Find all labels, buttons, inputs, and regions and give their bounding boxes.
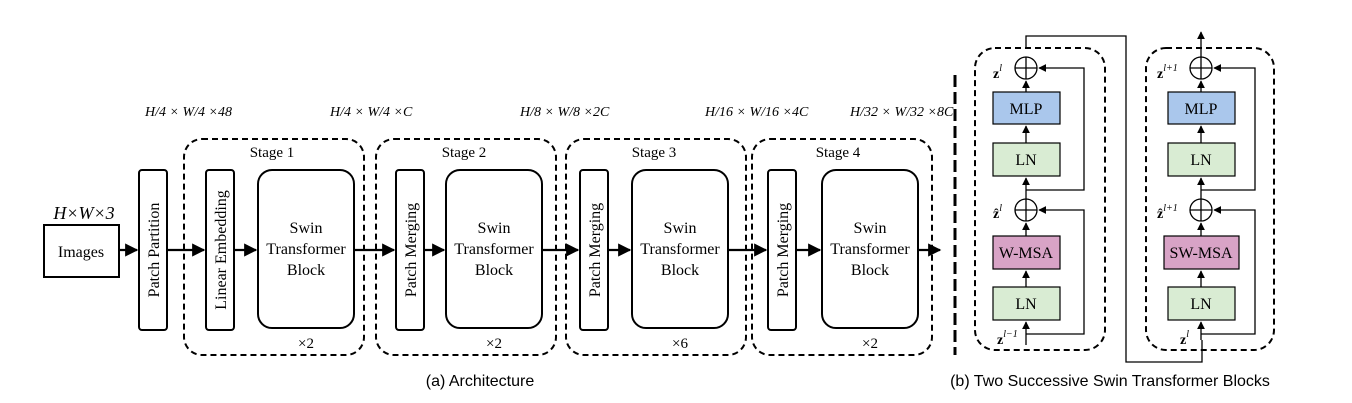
left-mlp-label: MLP: [1010, 101, 1043, 118]
input-dimension: H×W×3: [52, 203, 114, 223]
left-wmsa-label: W-MSA: [999, 245, 1054, 262]
stage-4-repeat: ×2: [862, 336, 878, 352]
swin-block-2-line3: Block: [475, 262, 513, 279]
dim-label-4: H/16 × W/16 ×4C: [704, 105, 809, 120]
right-ln-top-box: [1167, 142, 1236, 177]
left-ln-bottom-label: LN: [1015, 296, 1037, 313]
right-z-in: zl: [1180, 329, 1189, 348]
swin-block-1-line2: Transformer: [266, 241, 346, 258]
right-add-bottom-plus: [1190, 199, 1212, 221]
stage-1-region: [183, 138, 365, 356]
right-add-top-plus: [1190, 57, 1212, 79]
dim-label-3: H/8 × W/8 ×2C: [519, 105, 610, 120]
stage-1-repeat: ×2: [298, 336, 314, 352]
stage-3-repeat: ×6: [672, 336, 688, 352]
right-ln-bottom-box: [1167, 286, 1236, 321]
swin-block-2-line1: Swin: [478, 220, 511, 237]
stage-4-title: Stage 4: [816, 145, 861, 161]
architecture-panel: H×W×3 Images Patch Partition Stage 1 Sta…: [43, 105, 954, 390]
left-add-bottom-plus: [1015, 199, 1037, 221]
swin-block-1-line3: Block: [287, 262, 325, 279]
swin-block-3-line3: Block: [661, 262, 699, 279]
stage-3-title: Stage 3: [632, 145, 677, 161]
stage-2-region: [375, 138, 557, 356]
swin-block-1-line1: Swin: [290, 220, 323, 237]
right-mlp-box: [1167, 91, 1236, 125]
right-block-container: [1145, 47, 1275, 351]
stage-2-repeat: ×2: [486, 336, 502, 352]
dim-label-2: H/4 × W/4 ×C: [329, 105, 413, 120]
images-label: Images: [58, 244, 104, 261]
swin-block-2-line2: Transformer: [454, 241, 534, 258]
patch-merging-label-4: Patch Merging: [775, 203, 792, 297]
right-z-out: zl+1: [1157, 63, 1178, 82]
left-z-out: zl: [993, 63, 1002, 82]
caption-blocks: (b) Two Successive Swin Transformer Bloc…: [950, 373, 1270, 390]
linear-embedding-label: Linear Embedding: [213, 190, 230, 310]
left-mlp-box: [992, 91, 1061, 125]
left-ln-bottom-box: [992, 286, 1061, 321]
left-ln-top-box: [992, 142, 1061, 177]
swin-block-3-line2: Transformer: [640, 241, 720, 258]
stage-1-title: Stage 1: [250, 145, 295, 161]
dim-label-5: H/32 × W/32 ×8C: [849, 105, 954, 120]
right-swmsa-label: SW-MSA: [1169, 245, 1233, 262]
swin-block-4-line2: Transformer: [830, 241, 910, 258]
caption-architecture: (a) Architecture: [426, 373, 535, 390]
right-mlp-label: MLP: [1185, 101, 1218, 118]
blocks-panel: MLP LN W-MSA LN zl ẑl zl−1 MLP LN SW-MSA: [950, 31, 1275, 390]
left-ln-top-label: LN: [1015, 152, 1037, 169]
stage-2-title: Stage 2: [442, 145, 487, 161]
right-z-hat: ẑl+1: [1157, 203, 1178, 222]
left-z-hat: ẑl: [993, 203, 1002, 222]
swin-block-4-line1: Swin: [854, 220, 887, 237]
patch-partition-label: Patch Partition: [146, 203, 163, 298]
images-box: [43, 224, 120, 278]
swin-block-3-line1: Swin: [664, 220, 697, 237]
connector-between-blocks: [1025, 35, 1203, 363]
left-add-top-plus: [1015, 57, 1037, 79]
left-block-container: [974, 47, 1106, 351]
swin-block-4-line3: Block: [851, 262, 889, 279]
left-z-in: zl−1: [997, 329, 1018, 348]
dim-label-1: H/4 × W/4 ×48: [144, 105, 232, 120]
stage-3-region: [565, 138, 747, 356]
patch-merging-label-3: Patch Merging: [587, 203, 604, 297]
right-ln-bottom-label: LN: [1190, 296, 1212, 313]
patch-merging-label-2: Patch Merging: [403, 203, 420, 297]
right-ln-top-label: LN: [1190, 152, 1212, 169]
